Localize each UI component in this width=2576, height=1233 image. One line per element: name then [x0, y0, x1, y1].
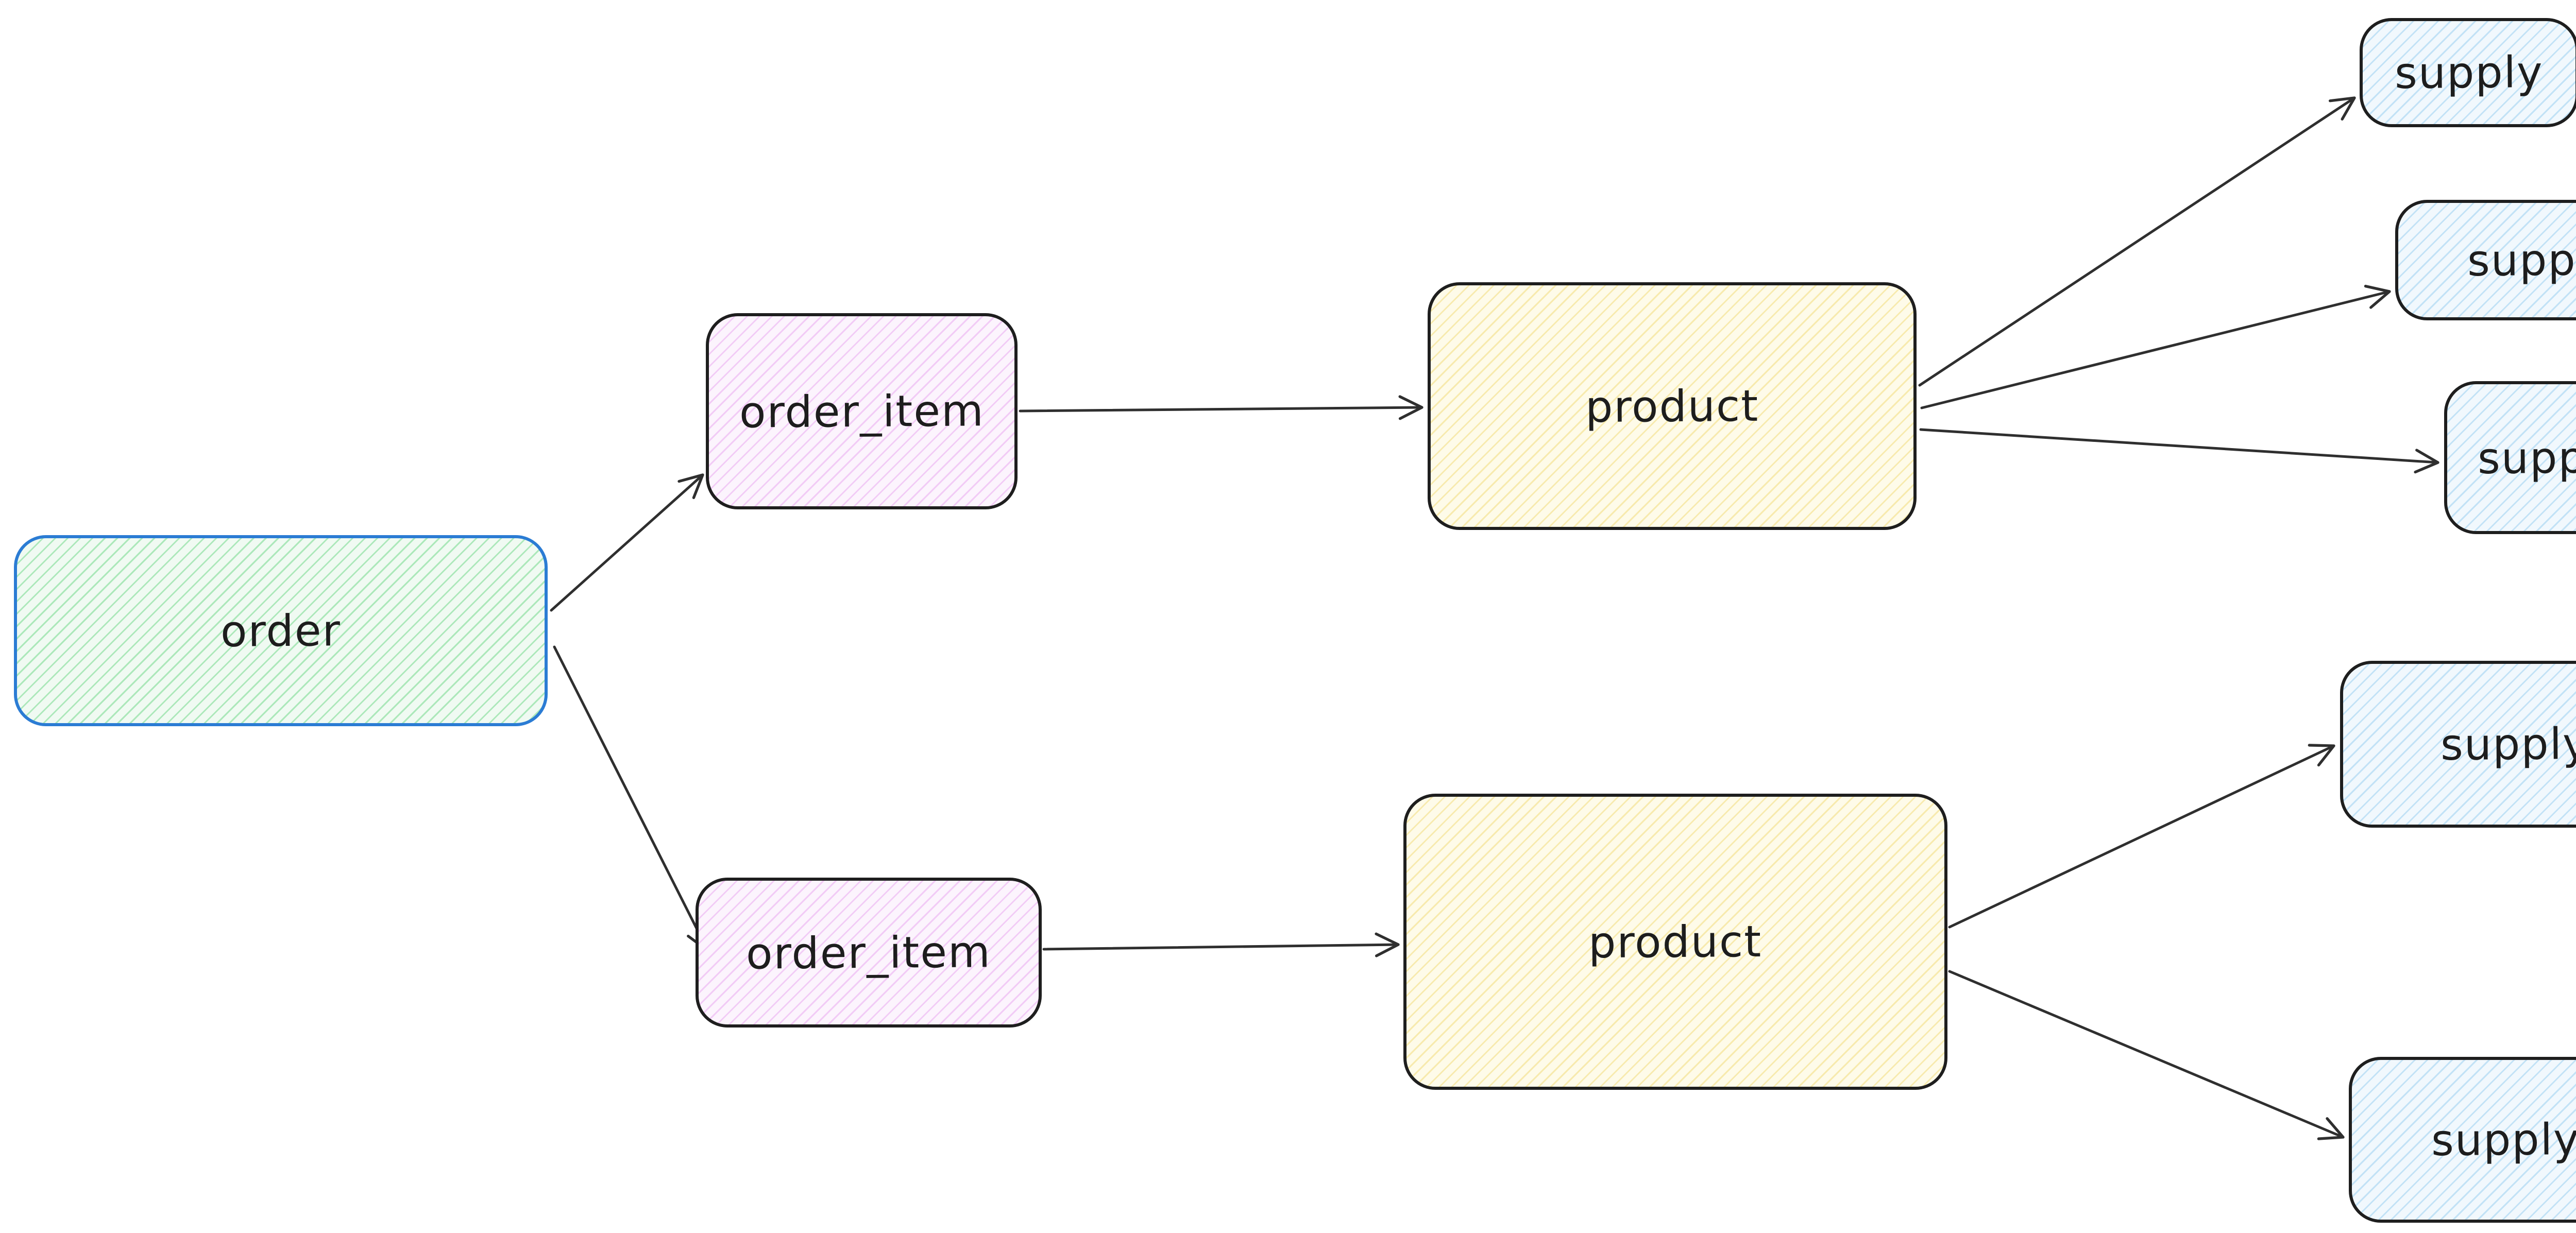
node-product-top-label: product — [1585, 380, 1759, 432]
node-product-bottom[interactable]: product — [1403, 794, 1947, 1090]
edge-product_top-to-supply_3 — [1919, 428, 2439, 474]
node-supply-3-label: supply — [2477, 432, 2576, 484]
edge-order_item_bottom-to-product_bottom — [1042, 932, 1400, 957]
node-supply-1[interactable]: supply — [2360, 18, 2576, 127]
node-product-bottom-label: product — [1588, 916, 1762, 968]
edge-product_bottom-to-supply_5 — [1948, 970, 2345, 1140]
node-order-label: order — [220, 605, 342, 657]
node-order-item-top-label: order_item — [739, 385, 985, 438]
node-supply-3[interactable]: supply — [2444, 381, 2576, 534]
node-supply-1-label: supply — [2394, 46, 2544, 99]
node-supply-2[interactable]: supply — [2395, 200, 2576, 320]
edge-product_top-to-supply_1 — [1918, 96, 2356, 387]
node-supply-4-label: supply — [2440, 718, 2576, 770]
edge-order-to-order_item_top — [550, 473, 704, 612]
edge-order_item_top-to-product_top — [1019, 395, 1423, 420]
node-supply-4[interactable]: supply — [2340, 661, 2576, 828]
node-order-item-top[interactable]: order_item — [706, 313, 1018, 509]
edge-order-to-order_item_bottom — [553, 645, 709, 952]
node-supply-5[interactable]: supply — [2349, 1057, 2576, 1223]
edge-product_top-to-supply_2 — [1920, 284, 2391, 409]
node-order-item-bottom[interactable]: order_item — [696, 878, 1042, 1028]
edge-product_bottom-to-supply_4 — [1948, 744, 2335, 929]
node-order[interactable]: order — [14, 535, 548, 726]
node-supply-5-label: supply — [2431, 1114, 2576, 1166]
node-order-item-bottom-label: order_item — [745, 926, 992, 979]
node-product-top[interactable]: product — [1428, 282, 1917, 530]
node-supply-2-label: supply — [2467, 234, 2576, 286]
